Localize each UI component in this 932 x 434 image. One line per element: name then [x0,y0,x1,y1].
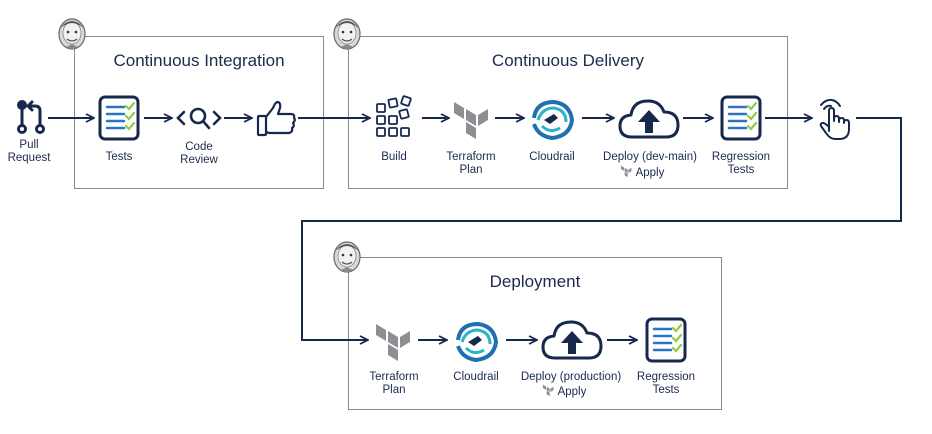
jenkins-icon [333,18,361,50]
code-search-icon [176,107,222,130]
stage-title: Continuous Integration [113,51,285,70]
cloud-upload-icon [618,99,680,139]
terraform-icon [376,324,410,361]
checklist-icon [720,95,762,141]
jenkins-icon [58,18,86,50]
build-blocks-icon [376,95,412,137]
apply-row: Apply [542,384,586,398]
stage-continuous-delivery: Continuous Delivery [348,36,788,189]
node-label-cloudrail: Cloudrail [529,151,575,163]
pointer-hand-icon [819,98,850,140]
thumbs-up-icon [256,100,296,137]
checklist-icon [645,317,687,363]
terraform-icon [620,165,632,178]
apply-label: Apply [635,167,665,179]
cloudrail-icon [532,99,575,141]
node-label-pull-request: Pull Request [7,139,51,164]
checklist-icon [98,95,140,141]
node-label-build: Build [381,151,407,163]
git-pull-request-icon [17,100,45,134]
stage-title: Deployment [489,272,581,291]
connector-approval-to-deployment [301,117,902,340]
cloudrail-icon [456,321,499,363]
node-label-terraform-plan: Terraform Plan [369,371,419,396]
node-label-terraform-plan: Terraform Plan [446,151,496,176]
node-label-cloudrail: Cloudrail [453,371,499,383]
terraform-icon [454,102,488,139]
cloud-upload-icon [541,320,603,360]
node-label-tests: Tests [105,151,133,163]
node-label-deploy-production: Deploy (production) [520,371,622,383]
jenkins-icon [333,241,361,273]
node-label-regression-tests: Regression Tests [711,151,771,176]
node-label-deploy-dev: Deploy (dev-main) [603,151,697,163]
node-label-regression-tests: Regression Tests [636,371,696,396]
apply-row: Apply [620,165,664,179]
stage-title: Continuous Delivery [491,51,645,70]
apply-label: Apply [557,386,587,398]
terraform-icon [542,384,554,397]
node-label-code-review: Code Review [180,141,218,166]
